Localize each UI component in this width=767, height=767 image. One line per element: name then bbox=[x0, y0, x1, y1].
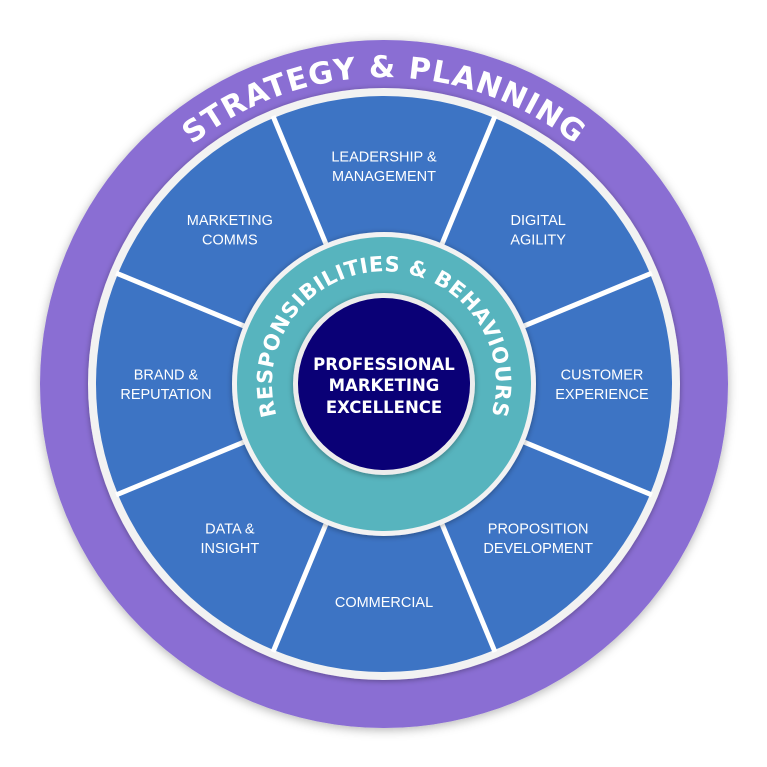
segment-label-line: REPUTATION bbox=[120, 387, 211, 403]
segment-divider bbox=[521, 270, 653, 329]
segment-label: BRAND & REPUTATION bbox=[120, 367, 211, 403]
segment-label: PROPOSITION DEVELOPMENT bbox=[483, 521, 593, 557]
core-line-2: MARKETING bbox=[329, 376, 440, 395]
segment-label-line: DEVELOPMENT bbox=[483, 541, 593, 557]
core-circle bbox=[298, 298, 470, 470]
segment-label-line: EXPERIENCE bbox=[555, 387, 649, 403]
segment-dividers bbox=[115, 115, 653, 653]
segment-label: DIGITAL AGILITY bbox=[510, 213, 566, 249]
segment-divider bbox=[270, 521, 329, 653]
core-line-1: PROFESSIONAL bbox=[313, 355, 455, 374]
segment-label-line: CUSTOMER bbox=[561, 367, 644, 383]
segment-label-line: COMMS bbox=[202, 233, 258, 249]
segment-divider bbox=[115, 439, 247, 498]
segment-label-line: BRAND & bbox=[134, 367, 199, 383]
segment-label-line: DIGITAL bbox=[510, 213, 565, 229]
segment-label-line: AGILITY bbox=[510, 233, 566, 249]
segment-label: DATA & INSIGHT bbox=[200, 521, 259, 557]
segment-label-line: DATA & bbox=[205, 521, 255, 537]
segment-divider bbox=[115, 270, 247, 329]
segment-labels: LEADERSHIP & MANAGEMENT DIGITAL AGILITY CUST… bbox=[120, 149, 649, 611]
segment-label: LEADERSHIP & MANAGEMENT bbox=[331, 149, 437, 185]
segment-label-line: COMMERCIAL bbox=[335, 595, 433, 611]
segment-label-line: MARKETING bbox=[187, 213, 273, 229]
segment-divider bbox=[439, 521, 498, 653]
segment-label: CUSTOMER EXPERIENCE bbox=[555, 367, 649, 403]
segment-label-line: PROPOSITION bbox=[488, 521, 589, 537]
segment-label-line: LEADERSHIP & bbox=[331, 149, 437, 165]
core-line-3: EXCELLENCE bbox=[326, 398, 442, 417]
segment-divider bbox=[439, 115, 498, 247]
segment-divider bbox=[270, 115, 329, 247]
segment-label-line: INSIGHT bbox=[200, 541, 259, 557]
segment-label: COMMERCIAL bbox=[335, 595, 433, 611]
segment-divider bbox=[521, 439, 653, 498]
segment-label-line: MANAGEMENT bbox=[332, 169, 436, 185]
segment-label: MARKETING COMMS bbox=[187, 213, 273, 249]
